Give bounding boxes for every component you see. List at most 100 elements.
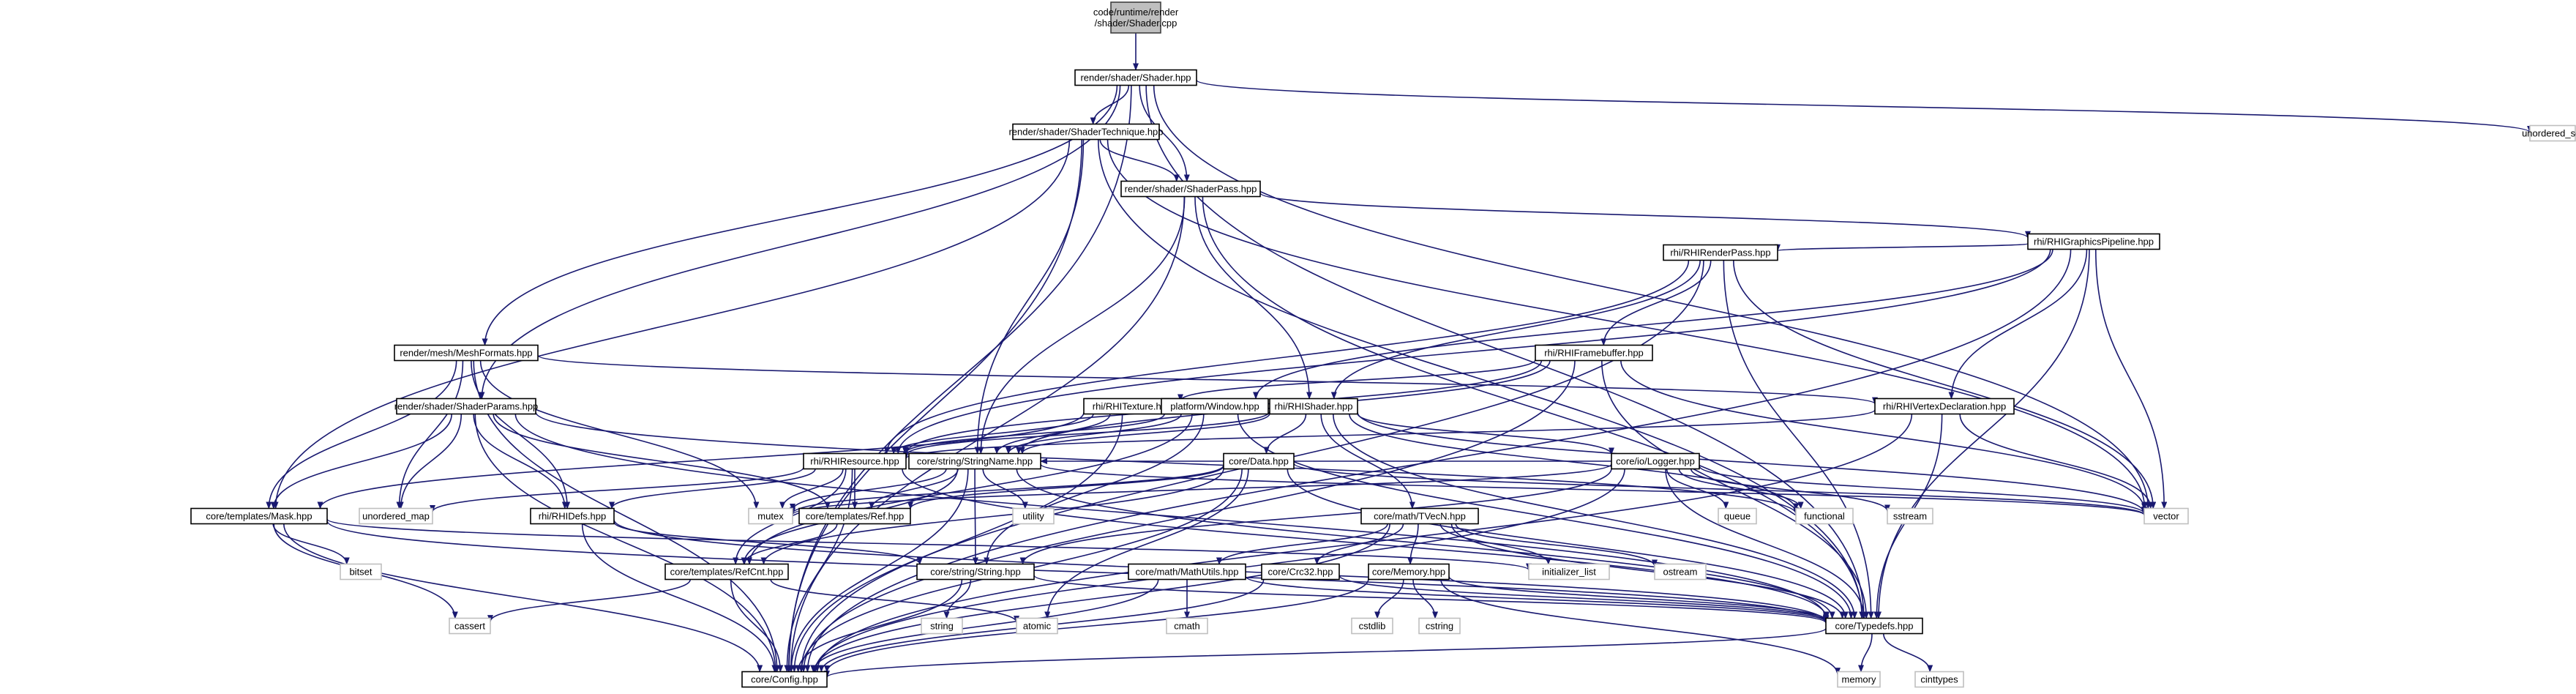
- node-vertexdecl[interactable]: rhi/RHIVertexDeclaration.hpp: [1874, 398, 2015, 415]
- node-label: cinttypes: [1920, 674, 1958, 685]
- edge-params-to-typedefs: [514, 414, 1829, 619]
- edge-resource-to-unordered_map: [430, 466, 804, 513]
- node-framebuffer[interactable]: rhi/RHIFramebuffer.hpp: [1535, 344, 1653, 362]
- edge-data-to-ref: [907, 466, 1224, 510]
- node-crc32[interactable]: core/Crc32.hpp: [1261, 563, 1340, 581]
- edge-rhishader-to-stringname: [1019, 413, 1270, 455]
- edge-refcnt-to-config: [730, 579, 784, 673]
- node-box: [1012, 507, 1055, 525]
- edge-data-to-typedefs: [1287, 469, 1849, 619]
- node-mutex: mutex: [748, 507, 793, 525]
- node-root[interactable]: code/runtime/render/shader/Shader.cpp: [1093, 1, 1179, 34]
- node-shader_hpp[interactable]: render/shader/Shader.hpp: [1074, 69, 1197, 86]
- node-box: [1161, 398, 1269, 415]
- edge-pipeline-to-typedefs: [1876, 249, 2090, 619]
- node-tvecn[interactable]: core/math/TVecN.hpp: [1360, 507, 1479, 525]
- node-logger[interactable]: core/io/Logger.hpp: [1611, 452, 1700, 470]
- edge-renderpass-to-rhishader: [1330, 260, 1701, 400]
- node-label: core/io/Logger.hpp: [1616, 456, 1695, 467]
- node-box: [340, 563, 382, 581]
- node-cstring: cstring: [1418, 617, 1461, 635]
- node-unordered_map: unordered_map: [359, 507, 433, 525]
- node-config[interactable]: core/Config.hpp: [741, 671, 828, 688]
- node-label: rhi/RHIShader.hpp: [1275, 401, 1353, 412]
- node-box: [2143, 507, 2189, 525]
- node-label: sstream: [1893, 511, 1927, 522]
- node-ref[interactable]: core/templates/Ref.hpp: [798, 507, 911, 525]
- node-pass[interactable]: render/shader/ShaderPass.hpp: [1120, 180, 1261, 198]
- node-memory_std: memory: [1837, 671, 1881, 688]
- edge-resource-to-rhidefs: [609, 469, 816, 510]
- node-refcnt[interactable]: core/templates/RefCnt.hpp: [664, 563, 789, 581]
- edge-pass-to-pipeline: [1259, 192, 2031, 239]
- node-label: memory: [1842, 674, 1876, 685]
- edge-pipeline-to-vertexdecl: [1948, 249, 2088, 400]
- node-label: rhi/RHIGraphicsPipeline.hpp: [2034, 236, 2154, 247]
- edge-stringname-to-config: [788, 469, 969, 673]
- node-rhidefs[interactable]: rhi/RHIDefs.hpp: [530, 507, 615, 525]
- node-technique[interactable]: render/shader/ShaderTechnique.hpp: [1008, 123, 1164, 141]
- node-label: vector: [2153, 511, 2179, 522]
- edge-window-to-typedefs: [1237, 414, 1854, 619]
- edge-technique-to-pass: [1099, 139, 1180, 182]
- node-box: [1535, 344, 1653, 362]
- node-box: [1012, 123, 1160, 141]
- file-nodes: code/runtime/render/shader/Shader.cpp ren…: [190, 1, 2576, 688]
- node-stringname[interactable]: core/string/StringName.hpp: [908, 452, 1041, 470]
- node-label: core/Data.hpp: [1229, 456, 1289, 467]
- edge-params-to-functional: [535, 411, 1799, 515]
- node-label: unordered_map: [362, 511, 430, 522]
- node-box: [2027, 233, 2160, 250]
- edge-pipeline-to-vector: [2094, 249, 2168, 510]
- node-resource[interactable]: rhi/RHIResource.hpp: [803, 452, 907, 470]
- node-box: [916, 563, 1035, 581]
- node-cassert: cassert: [449, 617, 491, 635]
- edge-pipeline-to-resource: [895, 249, 2051, 455]
- edge-string_hpp-to-config: [795, 579, 963, 673]
- node-box: [803, 452, 907, 470]
- node-cmath: cmath: [1166, 617, 1208, 635]
- edge-mathutils-to-typedefs: [1245, 575, 1829, 623]
- node-box: [1874, 398, 2015, 415]
- node-box: [1166, 617, 1208, 635]
- edge-memory_hpp-to-cstring: [1412, 579, 1439, 619]
- node-params[interactable]: render/shader/ShaderParams.hpp: [394, 398, 539, 415]
- node-typedefs[interactable]: core/Typedefs.hpp: [1825, 617, 1923, 635]
- node-label: utility: [1022, 511, 1044, 522]
- node-bitset: bitset: [340, 563, 382, 581]
- node-box: [1261, 563, 1340, 581]
- edge-window-to-refcnt: [746, 414, 1193, 565]
- node-rhishader[interactable]: rhi/RHIShader.hpp: [1269, 398, 1358, 415]
- edge-window-to-string_hpp: [984, 414, 1205, 565]
- edge-renderpass-to-framebuffer: [1600, 260, 1712, 346]
- node-memory_hpp[interactable]: core/Memory.hpp: [1368, 563, 1450, 581]
- edge-pass-to-stringname: [978, 196, 1186, 455]
- node-renderpass[interactable]: rhi/RHIRenderPass.hpp: [1663, 244, 1778, 261]
- edge-renderpass-to-vector: [1732, 260, 2157, 510]
- node-mask[interactable]: core/templates/Mask.hpp: [190, 507, 328, 525]
- node-meshformats[interactable]: render/mesh/MeshFormats.hpp: [394, 344, 539, 362]
- edge-mask-to-config: [283, 523, 763, 673]
- node-box: [1223, 452, 1295, 470]
- node-string_hpp[interactable]: core/string/String.hpp: [916, 563, 1035, 581]
- node-window[interactable]: platform/Window.hpp: [1161, 398, 1269, 415]
- edge-shader_hpp-to-config: [786, 85, 1132, 673]
- node-label: atomic: [1023, 621, 1052, 632]
- edge-vertexdecl-to-resource: [903, 409, 1876, 460]
- node-label: initializer_list: [1542, 567, 1596, 578]
- node-mathutils[interactable]: core/math/MathUtils.hpp: [1128, 563, 1246, 581]
- node-box: [1654, 563, 1707, 581]
- node-box: [190, 507, 328, 525]
- edge-rhishader-to-resource: [903, 411, 1270, 456]
- node-label: core/Config.hpp: [751, 674, 818, 685]
- node-label: rhi/RHIVertexDeclaration.hpp: [1883, 401, 2006, 412]
- edge-technique-to-mask: [272, 139, 1071, 510]
- edge-ref-to-refcnt: [741, 523, 838, 565]
- edge-rhidefs-to-config: [581, 523, 778, 673]
- node-pipeline[interactable]: rhi/RHIGraphicsPipeline.hpp: [2027, 233, 2160, 250]
- node-label: cassert: [454, 621, 485, 632]
- edge-framebuffer-to-texture: [1177, 359, 1536, 402]
- edge-mask-to-initializer_list: [326, 518, 1532, 571]
- node-data[interactable]: core/Data.hpp: [1223, 452, 1295, 470]
